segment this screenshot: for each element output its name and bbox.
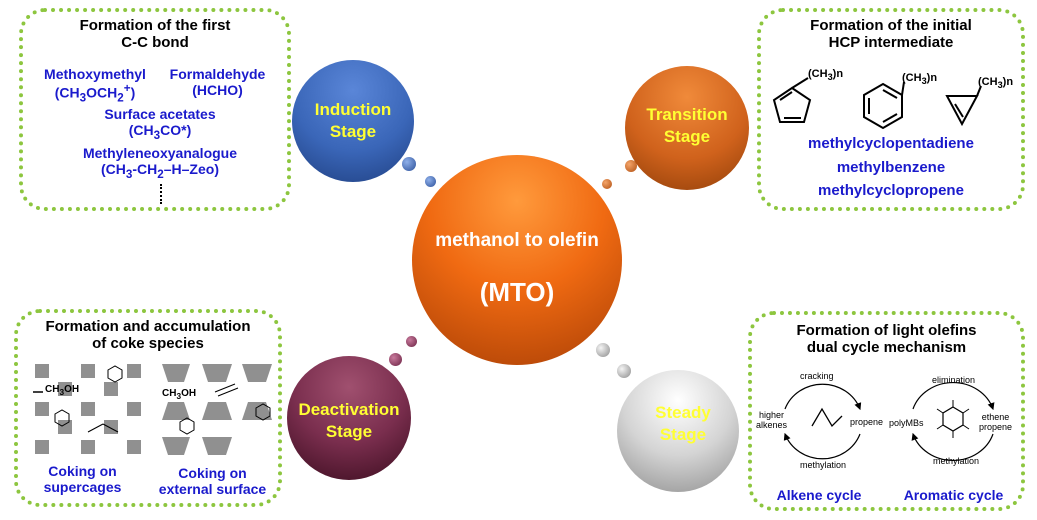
alkene-propene-label: propene — [850, 417, 884, 427]
alkene-methylation-label: methylation — [800, 460, 847, 470]
alkenes-label: alkenes — [756, 420, 788, 431]
supercage-caption-line2: supercages — [43, 479, 122, 496]
center-mto-circle — [412, 155, 622, 365]
aromatic-cycle-caption: Aromatic cycle — [903, 487, 1004, 503]
methyleneoxy-label: Methyleneoxyanalogue (CH3-CH2–H–Zeo) — [45, 145, 275, 181]
alkene-cycle-diagram — [783, 383, 862, 460]
connector-dot-deactivation-2 — [389, 353, 402, 366]
deactivation-title-line1: Formation and accumulation — [45, 318, 251, 335]
formaldehyde-formula: (HCHO) — [192, 82, 243, 99]
connector-dot-steady-1 — [596, 343, 610, 357]
connector-dot-transition-1 — [625, 160, 637, 172]
ethene-label: ethene — [981, 412, 1010, 422]
transition-box — [757, 8, 1025, 211]
deactivation-label-line1: Deactivation — [298, 400, 400, 419]
higher-label: higher — [759, 410, 785, 420]
induction-stage-circle — [292, 60, 414, 182]
external-caption-line1: Coking on — [178, 465, 247, 481]
transition-item-1: methylbenzene — [836, 159, 946, 176]
connector-dot-steady-2 — [617, 364, 631, 378]
steady-box-title: Formation of light olefins dual cycle me… — [748, 322, 1025, 357]
methoxymethyl-name: Methoxymethyl — [44, 66, 146, 82]
supercage-framework-image — [33, 362, 143, 457]
induction-title-line2: C-C bond — [121, 34, 189, 52]
formaldehyde-name: Formaldehyde — [169, 66, 266, 82]
aromatic-propene-label: propene — [979, 422, 1013, 433]
aromatic-right-label: ethene propene — [979, 412, 1012, 433]
methoxymethyl-formula: (CH3OCH2+) — [54, 82, 136, 105]
connector-dot-induction-1 — [402, 157, 416, 171]
transition-title-line2: HCP intermediate — [828, 34, 954, 52]
center-title: methanol to olefin — [435, 230, 599, 251]
benzene-substituent: (CH3)n — [902, 72, 938, 87]
transition-box-title: Formation of the initial HCP intermediat… — [757, 17, 1025, 52]
surface-acetates-name: Surface acetates — [104, 106, 216, 122]
transition-label-line2: Stage — [663, 127, 711, 147]
deactivation-box — [14, 309, 282, 507]
steady-title-line1: Formation of light olefins — [796, 322, 977, 339]
aromatic-polymbs-label: polyMBs — [889, 418, 924, 428]
methylcyclopentadiene-structure — [772, 77, 812, 123]
external-caption-line2: external surface — [158, 481, 267, 498]
methylbenzene-structure — [863, 81, 905, 130]
alkene-cycle-caption: Alkene cycle — [776, 487, 862, 503]
ch3oh-label-left: CH3OH — [45, 384, 80, 397]
formaldehyde-label: Formaldehyde (HCHO) — [155, 66, 280, 98]
external-surface-framework-image — [162, 364, 272, 455]
induction-box-title: Formation of the first C-C bond — [19, 17, 291, 52]
alkene-left-label: higher alkenes — [756, 410, 787, 431]
methylcyclopropene-structure — [945, 85, 982, 127]
aromatic-methylation-label: methylation — [933, 456, 980, 466]
transition-item-2: methylcyclopropene — [818, 182, 964, 199]
deactivation-label-line2: Stage — [325, 422, 373, 442]
aromatic-elimination-label: elimination — [932, 375, 976, 385]
deactivation-title-line2: of coke species — [92, 335, 204, 353]
surface-acetates-label: Surface acetates (CH3CO*) — [60, 106, 260, 142]
connector-dot-transition-2 — [602, 179, 612, 189]
cpr-substituent: (CH3)n — [978, 76, 1014, 91]
steady-stage-circle — [617, 370, 739, 492]
cpd-substituent: (CH3)n — [808, 68, 844, 83]
alkene-cracking-label: cracking — [800, 371, 834, 381]
transition-stage-label: Transition Stage — [625, 104, 749, 148]
aromatic-cycle-diagram — [911, 381, 995, 462]
ch3oh-label-right: CH3OH — [162, 388, 197, 402]
external-surface-caption: Coking on external surface — [145, 465, 280, 497]
steady-label-line1: Steady — [655, 403, 711, 422]
continuation-dots — [160, 184, 164, 204]
transition-item-0: methylcyclopentadiene — [808, 135, 974, 152]
center-acronym: (MTO) — [479, 277, 555, 307]
steady-title-line2: dual cycle mechanism — [806, 339, 967, 357]
steady-box — [748, 311, 1025, 511]
induction-stage-label: Induction Stage — [292, 99, 414, 143]
supercage-caption-line1: Coking on — [48, 463, 117, 479]
deactivation-stage-label: Deactivation Stage — [280, 399, 418, 443]
induction-label-line1: Induction — [314, 100, 392, 119]
supercage-caption: Coking on supercages — [20, 463, 145, 495]
deactivation-box-title: Formation and accumulation of coke speci… — [14, 318, 282, 353]
methyleneoxy-name: Methyleneoxyanalogue — [82, 145, 238, 161]
connector-dot-deactivation-1 — [406, 336, 417, 347]
induction-label-line2: Stage — [329, 122, 377, 142]
connector-dot-induction-2 — [425, 176, 436, 187]
transition-stage-circle — [625, 66, 749, 190]
methoxymethyl-label: Methoxymethyl (CH3OCH2+) — [25, 66, 165, 105]
steady-stage-label: Steady Stage — [617, 402, 749, 446]
surface-acetates-formula: (CH3CO*) — [128, 122, 192, 142]
steady-label-line2: Stage — [659, 425, 707, 445]
induction-box — [19, 8, 291, 211]
induction-title-line1: Formation of the first — [79, 17, 231, 34]
deactivation-stage-circle — [287, 356, 411, 480]
transition-label-line1: Transition — [646, 105, 728, 124]
methyleneoxy-formula: (CH3-CH2–H–Zeo) — [101, 161, 219, 181]
transition-title-line1: Formation of the initial — [810, 17, 972, 34]
